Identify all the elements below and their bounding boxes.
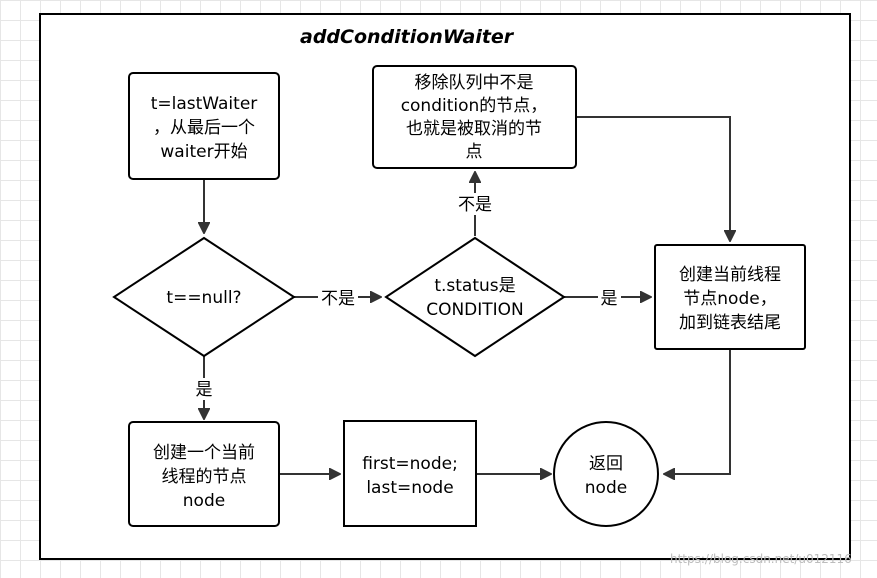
edge-label-bg: [454, 193, 496, 215]
edge-label-bg: [193, 378, 215, 400]
node-remove-line-1: 移除队列中不是: [415, 73, 534, 93]
node-append-line-1: 创建当前线程: [679, 265, 781, 285]
decision-null-check: t==null?: [112, 236, 296, 358]
node-start: t=lastWaiter ，从最后一个 waiter开始: [128, 72, 280, 180]
edge-remove-to-append: [576, 116, 730, 240]
edge-label-bg: [318, 287, 358, 309]
node-return-line-2: node: [585, 478, 627, 498]
node-assign: first=node; last=node: [343, 420, 477, 527]
node-return-line-1: 返回: [589, 454, 623, 474]
node-assign-line-2: last=node: [366, 478, 453, 498]
node-remove-cancelled: 移除队列中不是 condition的节点， 也就是被取消的节 点: [372, 65, 577, 169]
node-remove-line-4: 点: [466, 142, 483, 162]
node-start-line-2: ，从最后一个: [153, 118, 255, 138]
node-append-line-2: 节点node，: [683, 289, 776, 309]
node-create: 创建一个当前 线程的节点 node: [128, 421, 280, 527]
edge-label-status-no: 不是: [458, 195, 492, 215]
watermark-text: https://blog.csdn.net/u012116: [670, 552, 852, 566]
decision-status-check-line-2: CONDITION: [426, 300, 524, 320]
node-append-line-3: 加到链表结尾: [679, 313, 781, 333]
node-assign-line-1: first=node;: [362, 454, 458, 474]
edge-append-to-return: [665, 350, 731, 474]
node-remove-line-2: condition的节点，: [401, 96, 548, 116]
node-return: 返回 node: [553, 421, 659, 527]
decision-status-check-line-1: t.status是: [434, 276, 515, 296]
edge-label-null-no: 不是: [321, 289, 355, 309]
edge-label-null-yes: 是: [196, 380, 213, 400]
node-start-line-3: waiter开始: [160, 142, 247, 162]
edge-label-status-yes: 是: [601, 289, 618, 309]
node-create-line-2: 线程的节点: [162, 467, 247, 487]
node-start-line-1: t=lastWaiter: [151, 94, 258, 114]
node-create-line-1: 创建一个当前: [153, 443, 255, 463]
node-create-line-3: node: [183, 491, 225, 511]
diagram-title: addConditionWaiter: [300, 26, 515, 48]
decision-status-check: t.status是 CONDITION: [384, 236, 566, 358]
edge-label-bg: [598, 287, 621, 309]
decision-null-check-label: t==null?: [166, 288, 241, 308]
node-remove-line-3: 也就是被取消的节: [406, 119, 542, 139]
node-append-tail: 创建当前线程 节点node， 加到链表结尾: [654, 244, 806, 350]
